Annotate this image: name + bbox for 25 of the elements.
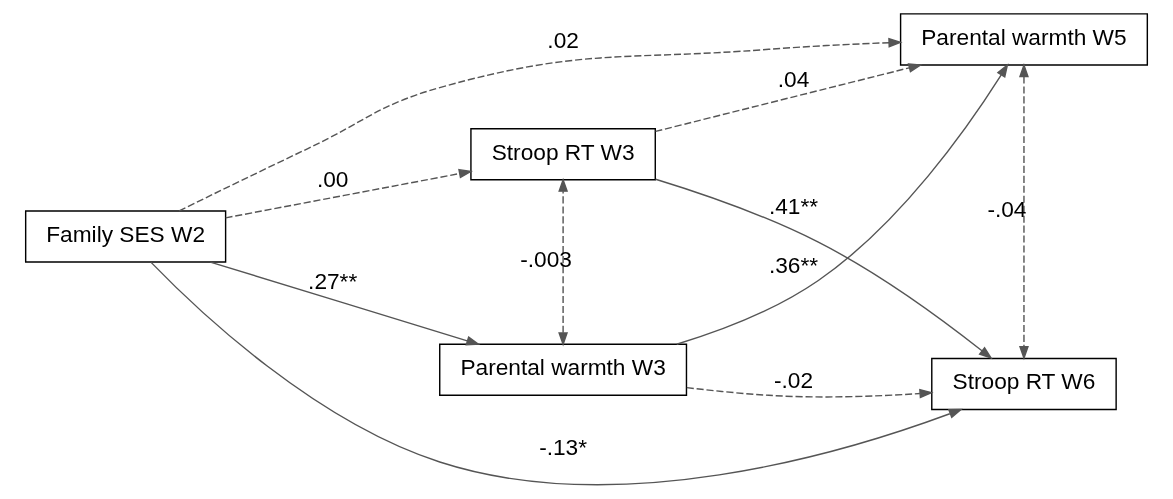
arrow bbox=[224, 168, 473, 219]
edge-label: .41** bbox=[768, 192, 819, 219]
edge-label: -.003 bbox=[520, 246, 572, 273]
edge-label: .04 bbox=[777, 66, 810, 93]
arrow bbox=[686, 386, 934, 399]
node-box: Parental warmth W5 bbox=[899, 13, 1149, 66]
arrow bbox=[654, 63, 923, 133]
edge-label: .02 bbox=[547, 26, 579, 53]
node-box: Parental warmth W3 bbox=[439, 343, 688, 397]
arrow bbox=[150, 261, 963, 486]
node-box: Stroop RT W3 bbox=[470, 128, 656, 181]
arrow bbox=[654, 178, 993, 360]
edge-label: -.13* bbox=[539, 433, 588, 460]
node-box: Family SES W2 bbox=[24, 210, 227, 263]
arrow bbox=[558, 177, 569, 347]
edge-label: .27** bbox=[308, 267, 358, 294]
edge-label: .36** bbox=[768, 252, 819, 279]
arrow bbox=[676, 63, 1009, 345]
arrow bbox=[1019, 63, 1029, 361]
edge-label: -.04 bbox=[987, 196, 1027, 223]
edge-label: -.02 bbox=[773, 366, 814, 393]
arrow bbox=[209, 261, 481, 346]
node-box: Stroop RT W6 bbox=[931, 357, 1117, 411]
edge-label: .00 bbox=[316, 165, 349, 192]
arrow bbox=[178, 37, 903, 212]
